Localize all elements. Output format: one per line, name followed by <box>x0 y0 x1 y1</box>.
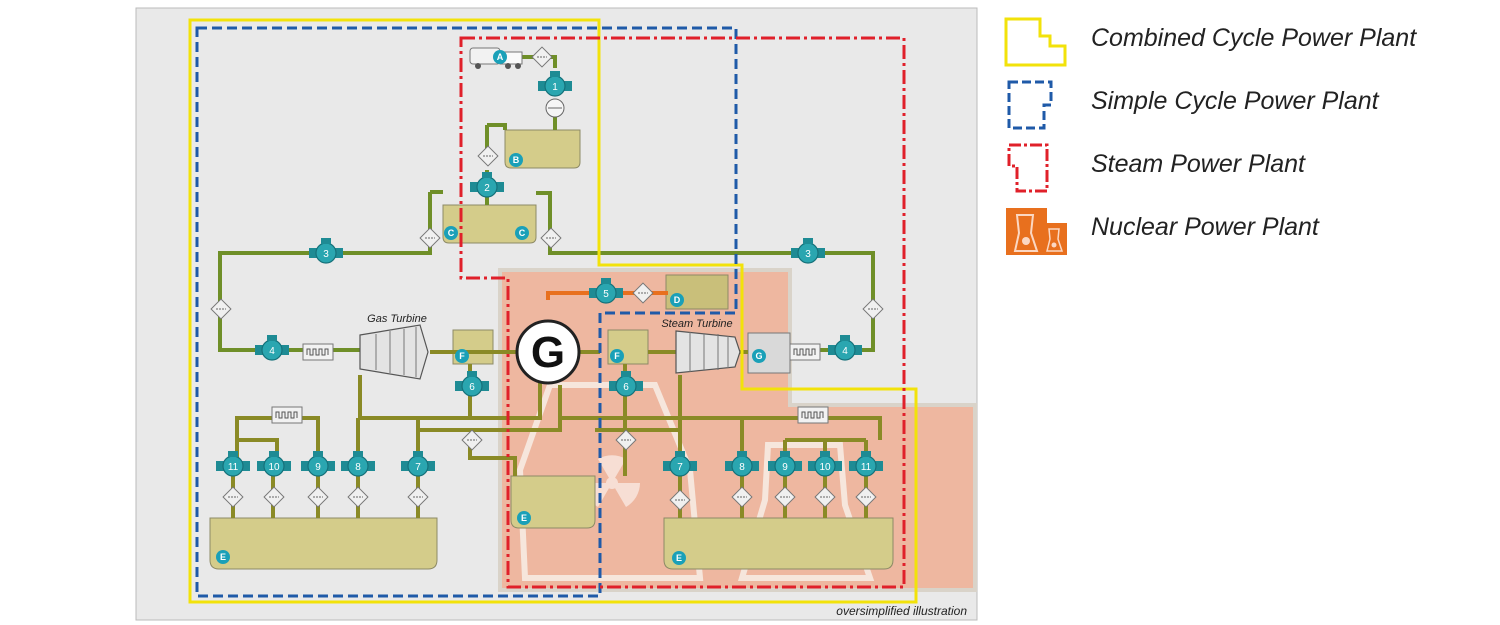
pump-6-right-label: 6 <box>623 382 629 393</box>
legend: Combined Cycle Power Plant Simple Cycle … <box>1003 10 1473 262</box>
marker-c-right: C <box>519 228 526 238</box>
pumps: 1 2 3 3 4 4 5 6 6 11 10 9 8 7 7 8 9 10 1… <box>215 70 884 477</box>
marker-f-right: F <box>614 351 620 361</box>
pump-7-right-label: 7 <box>677 462 683 473</box>
pump-9-right-label: 9 <box>782 462 788 473</box>
simple-cycle-boundary <box>195 26 738 598</box>
pump-6-left-label: 6 <box>469 382 475 393</box>
legend-label: Combined Cycle Power Plant <box>1091 24 1417 52</box>
legend-label: Simple Cycle Power Plant <box>1091 87 1379 115</box>
gas-turbine-label: Gas Turbine <box>367 313 427 325</box>
tank-e-right <box>663 517 894 570</box>
tank-b <box>504 129 581 169</box>
pump-10-right-label: 10 <box>819 462 831 473</box>
marker-a: A <box>497 52 504 62</box>
legend-label: Nuclear Power Plant <box>1091 213 1319 241</box>
legend-label: Steam Power Plant <box>1091 150 1305 178</box>
steam-power-boundary <box>459 36 906 589</box>
tank-e-left <box>209 517 438 570</box>
pump-5-label: 5 <box>603 289 609 300</box>
pump-1-label: 1 <box>552 82 558 93</box>
pump-7-left-label: 7 <box>415 462 421 473</box>
steam-turbine-label: Steam Turbine <box>661 318 732 330</box>
gas-turbine <box>359 324 429 380</box>
cooling-tower-right <box>737 442 875 581</box>
marker-f-left: F <box>459 351 465 361</box>
pump-9-left-label: 9 <box>315 462 321 473</box>
steam-turbine <box>675 330 741 374</box>
legend-item-combined-cycle: Combined Cycle Power Plant <box>1003 10 1473 73</box>
caption: oversimplified illustration <box>836 604 967 618</box>
marker-c-left: C <box>448 228 455 238</box>
marker-e-left: E <box>220 552 226 562</box>
tank-c <box>442 204 537 244</box>
letter-markers: A B C C D F F G E E E <box>216 50 766 565</box>
marker-d: D <box>674 295 681 305</box>
pump-8-left-label: 8 <box>355 462 361 473</box>
pump-3-right-label: 3 <box>805 249 811 260</box>
pump-8-right-label: 8 <box>739 462 745 473</box>
pump-10-left-label: 10 <box>268 462 280 473</box>
pump-2-label: 2 <box>484 183 490 194</box>
marker-e-right: E <box>676 553 682 563</box>
combined-cycle-boundary <box>188 18 918 604</box>
pump-4-left-label: 4 <box>269 346 275 357</box>
pump-11-right-label: 11 <box>861 462 872 473</box>
stepped-outline-icon <box>1004 17 1067 67</box>
dashed-outline-icon <box>1007 80 1053 130</box>
pump-3-left-label: 3 <box>323 249 329 260</box>
marker-b: B <box>513 155 520 165</box>
marker-e-middle: E <box>521 513 527 523</box>
legend-item-steam: Steam Power Plant <box>1003 136 1473 199</box>
pump-11-left-label: 11 <box>228 462 239 473</box>
legend-item-nuclear: Nuclear Power Plant <box>1003 199 1473 262</box>
nuclear-icon <box>1006 208 1067 255</box>
pump-4-right-label: 4 <box>842 346 848 357</box>
tank-e-middle <box>510 475 596 529</box>
dashdot-outline-icon <box>1007 143 1049 193</box>
generator-label: G <box>531 328 565 377</box>
marker-g: G <box>755 351 762 361</box>
legend-item-simple-cycle: Simple Cycle Power Plant <box>1003 73 1473 136</box>
generator <box>515 319 581 385</box>
